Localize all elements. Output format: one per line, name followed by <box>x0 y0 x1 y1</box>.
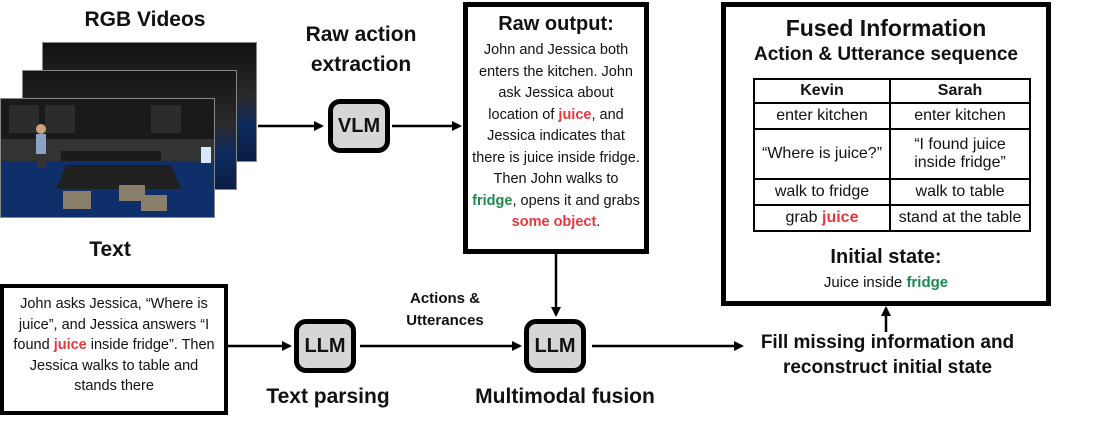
raw-output-segment-5: some object <box>511 214 597 230</box>
video-frame-front <box>0 98 215 218</box>
initial-state-text: Juice inside fridge <box>724 274 1048 291</box>
column-header-sarah: Sarah <box>889 78 1031 104</box>
raw-action-title: Raw action extraction <box>286 20 436 80</box>
text-input-segment-2: inside fridge”. Then Jessica walks to ta… <box>29 337 215 394</box>
raw-output-segment-2: , and Jessica indicates that there is ju… <box>472 106 640 188</box>
text-title: Text <box>89 238 131 261</box>
raw-action-title-line1: Raw action <box>305 23 417 46</box>
fill-missing-label: Fill missing information and reconstruct… <box>745 330 1030 380</box>
table-row: enter kitchen enter kitchen <box>753 102 1031 130</box>
cell-0-0-segment-0: enter kitchen <box>776 107 868 124</box>
fused-info-table: Kevin Sarah enter kitchen enter kitchen “W… <box>753 78 1031 232</box>
raw-output-segment-1: juice <box>558 106 592 123</box>
fill-missing-line2: reconstruct initial state <box>782 357 993 378</box>
vlm-model-box: VLM <box>328 99 390 153</box>
multimodal-fusion-label: Multimodal fusion <box>475 385 655 408</box>
table-row: walk to fridge walk to table <box>753 178 1031 206</box>
cell-3-0-segment-0: grab <box>785 209 822 226</box>
fill-missing-line1: Fill missing information and <box>760 332 1015 353</box>
kitchen-scene-image <box>1 99 214 217</box>
table-cell-kevin: “Where is juice?” <box>753 128 891 180</box>
table-cell-sarah: walk to table <box>889 178 1031 206</box>
actions-utterances-line1: Actions & <box>409 290 480 307</box>
initial-state-segment-1: fridge <box>906 274 949 291</box>
actions-utterances-label: Actions & Utterances <box>385 288 505 332</box>
cell-0-1-segment-0: enter kitchen <box>914 107 1006 124</box>
text-input-segment-0: John asks Jessica, “Where is juice”, and… <box>13 296 210 353</box>
fused-table-header-row: Kevin Sarah <box>753 78 1031 104</box>
text-parsing-llm-box: LLM <box>294 319 356 373</box>
text-input-segment-1: juice <box>53 337 87 353</box>
raw-output-box: Raw output: John and Jessica both enters… <box>463 2 649 254</box>
table-row: grab juice stand at the table <box>753 204 1031 232</box>
raw-action-title-line2: extraction <box>310 53 412 76</box>
initial-state-title: Initial state: <box>830 246 942 268</box>
table-row: “Where is juice?” “I found juice inside f… <box>753 128 1031 180</box>
cell-3-0-segment-1: juice <box>822 209 859 226</box>
text-input-text: John asks Jessica, “Where is juice”, and… <box>10 294 218 397</box>
column-header-kevin: Kevin <box>753 78 891 104</box>
raw-output-segment-0: John and Jessica both enters the kitchen… <box>479 42 633 123</box>
table-cell-kevin: walk to fridge <box>753 178 891 206</box>
cell-2-1-segment-0: walk to table <box>915 183 1005 200</box>
fused-info-subtitle: Action & Utterance sequence <box>754 44 1018 65</box>
table-cell-sarah: enter kitchen <box>889 102 1031 130</box>
cell-3-1-segment-0: stand at the table <box>898 209 1022 226</box>
rgb-videos-title: RGB Videos <box>84 8 206 31</box>
table-cell-sarah: “I found juice inside fridge” <box>889 128 1031 180</box>
cell-2-0-segment-0: walk to fridge <box>774 183 870 200</box>
table-cell-sarah: stand at the table <box>889 204 1031 232</box>
table-cell-kevin: grab juice <box>753 204 891 232</box>
cell-1-1-segment-0: “I found juice inside fridge” <box>914 136 1006 171</box>
cell-1-0-segment-0: “Where is juice?” <box>761 145 883 162</box>
raw-output-title: Raw output: <box>498 13 614 35</box>
actions-utterances-line2: Utterances <box>406 312 484 329</box>
fused-info-title: Fused Information <box>785 15 987 41</box>
raw-output-text: John and Jessica both enters the kitchen… <box>472 40 640 234</box>
text-parsing-label: Text parsing <box>266 385 390 408</box>
text-input-box: John asks Jessica, “Where is juice”, and… <box>0 284 228 415</box>
raw-output-segment-3: fridge <box>472 192 513 209</box>
raw-output-segment-6: . <box>596 214 601 230</box>
initial-state-segment-0: Juice inside <box>823 274 907 291</box>
table-cell-kevin: enter kitchen <box>753 102 891 130</box>
raw-output-segment-4: , opens it and grabs <box>512 192 640 209</box>
fusion-llm-box: LLM <box>524 319 586 373</box>
